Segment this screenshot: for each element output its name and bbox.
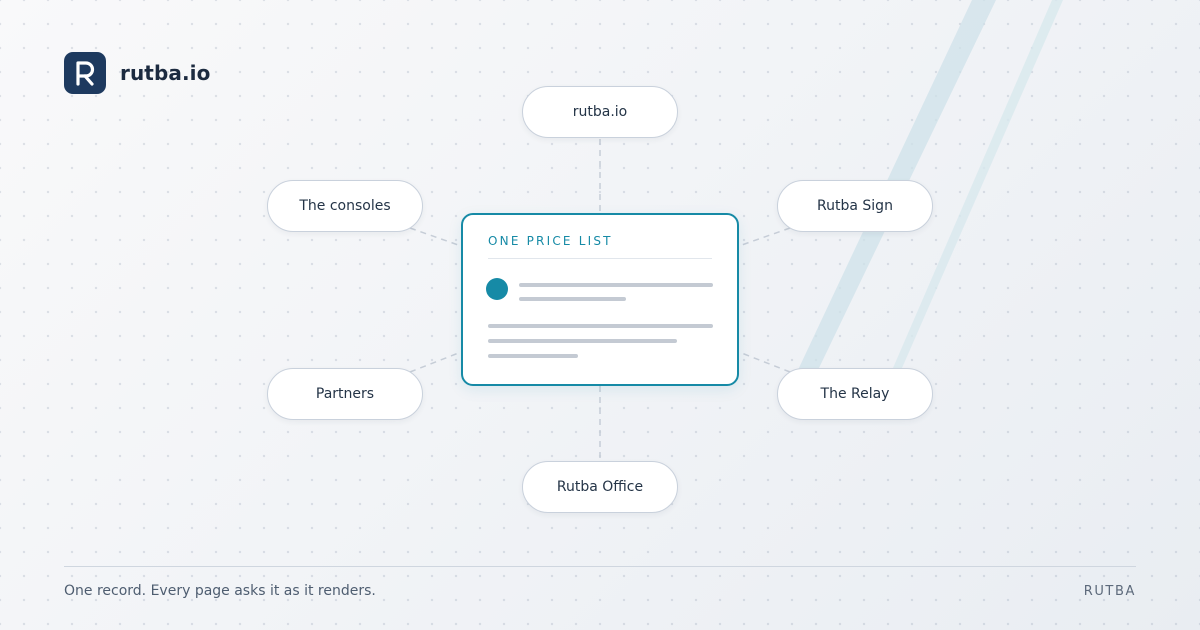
connector-top-right — [738, 227, 791, 247]
node-the-consoles: The consoles — [267, 180, 423, 232]
node-the-relay: The Relay — [777, 368, 933, 420]
node-rutba-office: Rutba Office — [522, 461, 678, 513]
connector-top-left — [409, 227, 462, 247]
placeholder-line — [519, 297, 626, 301]
placeholder-line — [488, 339, 677, 343]
footer-tagline: One record. Every page asks it as it ren… — [64, 583, 376, 599]
placeholder-line — [488, 324, 713, 328]
card-avatar-dot — [486, 278, 508, 300]
node-rutba-sign: Rutba Sign — [777, 180, 933, 232]
card-divider — [488, 258, 712, 259]
diagonal-stripe-thin — [893, 0, 1063, 368]
letter-r-logo-icon — [64, 52, 106, 94]
footer-divider — [64, 566, 1136, 567]
brand-name: rutba.io — [120, 61, 211, 85]
brand-header: rutba.io — [64, 52, 210, 94]
connector-bottom-right — [738, 351, 791, 373]
placeholder-line — [488, 354, 578, 358]
price-list-card: ONE PRICE LIST — [461, 213, 739, 386]
placeholder-line — [519, 283, 713, 287]
price-list-card-title: ONE PRICE LIST — [488, 234, 613, 248]
connector-bottom-left — [409, 351, 462, 373]
footer-brand: RUTBA — [1083, 584, 1136, 599]
node-rutba-io: rutba.io — [522, 86, 678, 138]
node-partners: Partners — [267, 368, 423, 420]
